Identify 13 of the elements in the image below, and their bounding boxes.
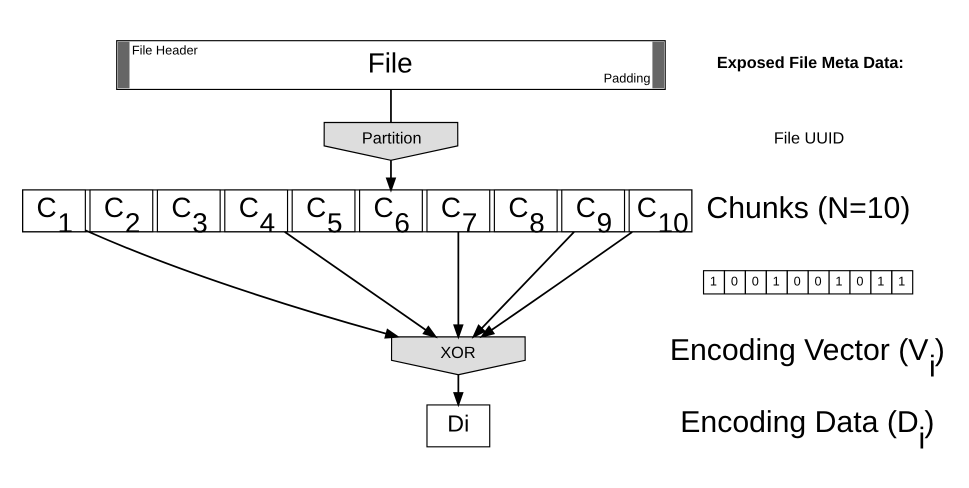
label: 0: [814, 274, 822, 289]
label: 0: [856, 274, 864, 289]
label: Chunks (N=10): [706, 192, 910, 226]
label: 1: [835, 274, 843, 289]
label: 1: [877, 274, 884, 289]
label: 1: [772, 274, 780, 289]
label: 0: [752, 274, 759, 289]
label: Exposed File Meta Data:: [716, 54, 904, 72]
label: 1: [898, 274, 906, 289]
label: 0: [730, 274, 738, 289]
label: 0: [794, 274, 801, 289]
label: File UUID: [774, 130, 844, 148]
label: 1: [710, 274, 718, 289]
